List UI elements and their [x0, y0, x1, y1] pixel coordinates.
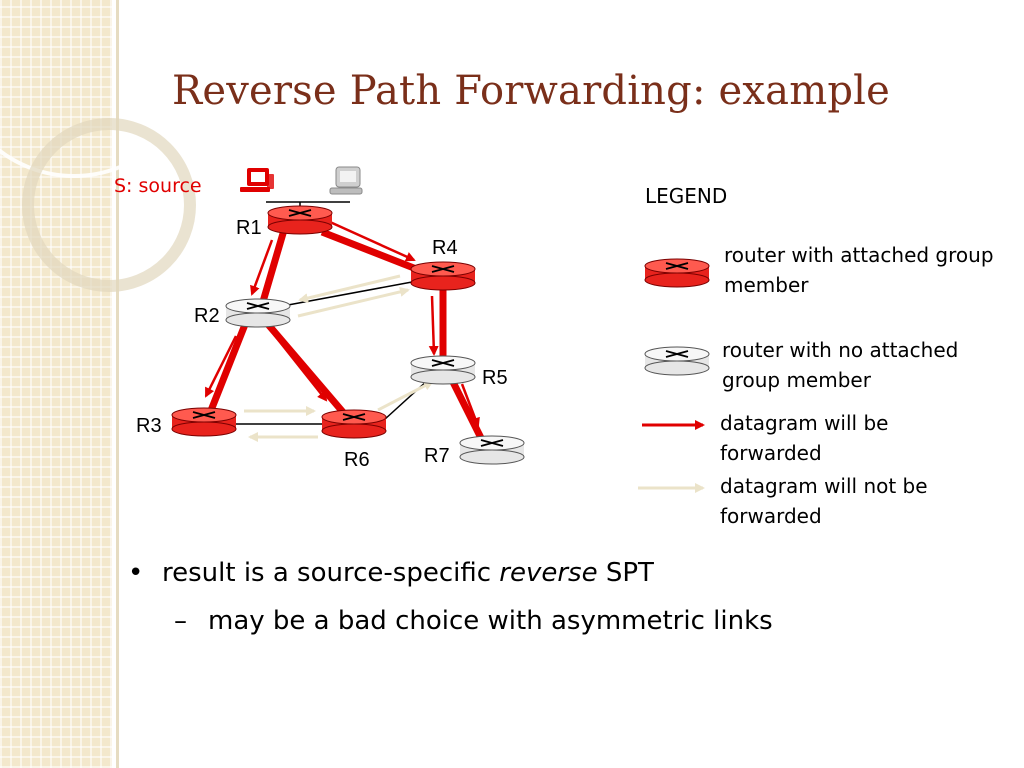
legend-forwarded-label: datagram will be forwarded: [720, 411, 889, 465]
forward-arrow-r1-r2: [250, 239, 274, 296]
router-label-r2: R2: [194, 305, 220, 327]
noforward-arrow-r6-r5: [377, 380, 434, 412]
forward-arrow-r2-r6: [271, 331, 328, 402]
legend-nonmember-router-icon: [644, 346, 710, 376]
router-r3: [171, 407, 237, 437]
router-r2: [225, 298, 291, 328]
link-r2-r6: [263, 319, 351, 421]
router-label-r5: R5: [482, 367, 508, 389]
source-label: S: source: [114, 175, 202, 197]
router-label-r7: R7: [424, 445, 450, 467]
link-r1-r2: [258, 229, 288, 306]
legend-not-forwarded-label: datagram will not be forwarded: [720, 474, 928, 528]
router-label-r3: R3: [136, 415, 162, 437]
router-r5: [410, 355, 476, 385]
link-r5-r7: [448, 378, 486, 442]
sub-bullet-dash: –: [174, 606, 187, 636]
noforward-arrow-r4-r2: [298, 274, 401, 303]
sub-bullet-item: –may be a bad choice with asymmetric lin…: [174, 606, 773, 636]
network-links: [204, 201, 486, 442]
source-host-icon: [240, 168, 274, 192]
bullet-dot: •: [128, 558, 144, 588]
legend-member-router-label: router with attached group member: [724, 243, 994, 297]
router-label-r4: R4: [432, 237, 458, 259]
host-computer-icon: [329, 166, 363, 195]
forward-arrow-r1-r4: [329, 220, 416, 262]
forward-arrow-r5-r7: [460, 383, 480, 428]
legend-member-router-icon: [644, 258, 710, 288]
bullet-text-prefix: result is a source-specific: [162, 558, 500, 588]
link-r2-r3: [204, 320, 250, 420]
source-hosts: [240, 166, 363, 195]
router-r6: [321, 409, 387, 439]
decorative-divider: [116, 0, 119, 768]
bullet-text-emphasis: reverse: [499, 558, 598, 588]
forward-arrow-r4-r5: [428, 295, 439, 356]
forward-arrows: [204, 220, 480, 428]
link-r1-r4: [320, 228, 426, 276]
no-forward-arrows: [244, 274, 434, 442]
legend-nonmember-router-label: router with no attached group member: [722, 338, 959, 392]
sub-bullet-text: may be a bad choice with asymmetric link…: [208, 606, 773, 636]
router-r4: [410, 261, 476, 291]
router-r7: [459, 435, 525, 465]
bullet-text-suffix: SPT: [597, 558, 654, 588]
router-r1: [267, 205, 333, 235]
router-label-r6: R6: [344, 449, 370, 471]
bullet-item: • result is a source-specific reverse SPT: [128, 558, 654, 588]
forward-arrow-r2-r3: [204, 335, 238, 398]
noforward-arrow-r2-r4: [297, 286, 410, 318]
router-label-r1: R1: [236, 217, 262, 239]
slide-title: Reverse Path Forwarding: example: [172, 68, 891, 114]
legend-heading: LEGEND: [645, 184, 728, 208]
